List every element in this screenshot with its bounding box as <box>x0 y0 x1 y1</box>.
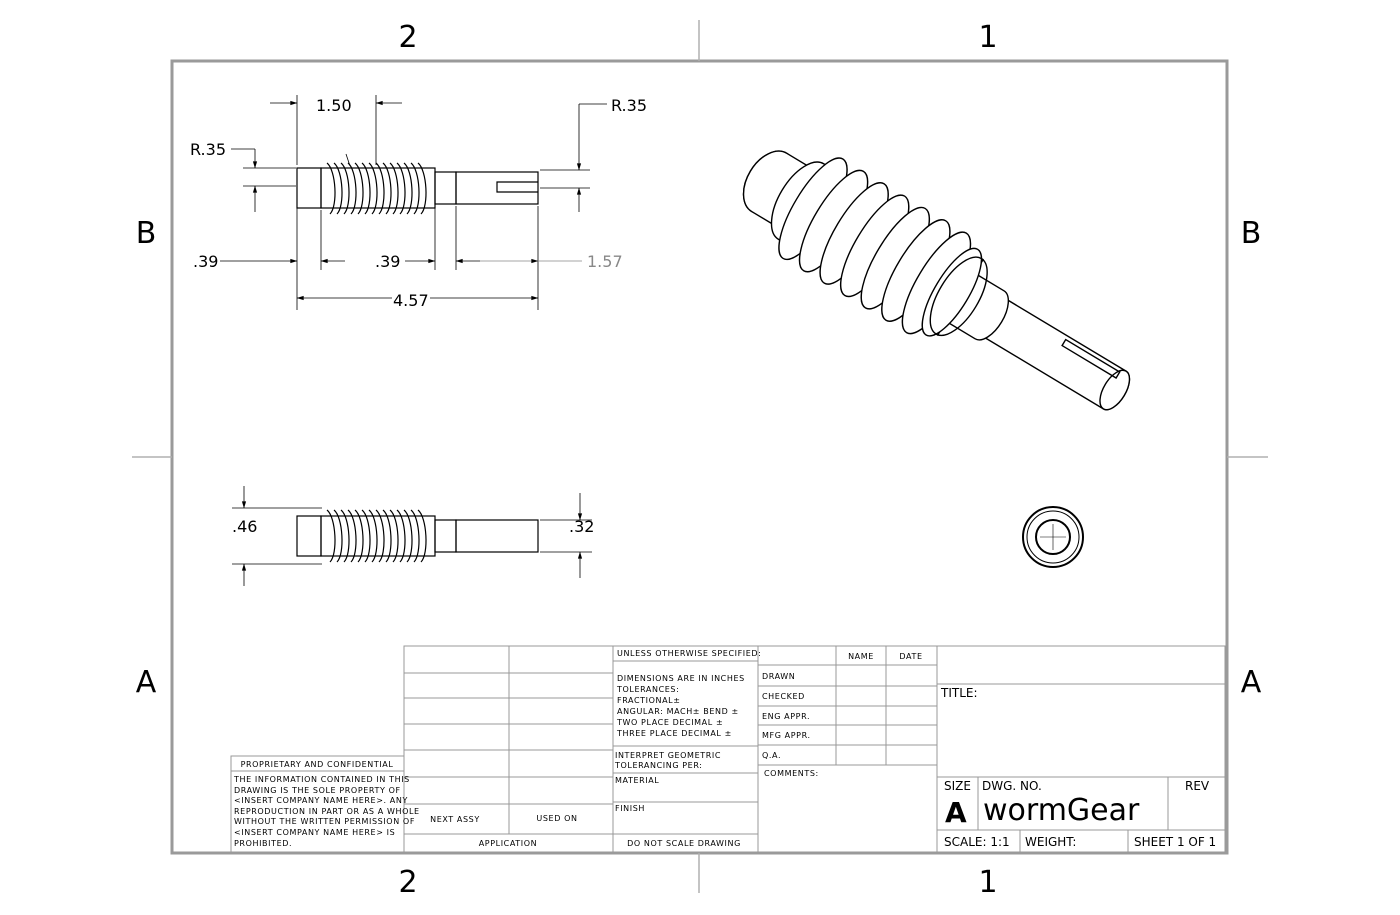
tolerance-line: THREE PLACE DECIMAL ± <box>616 729 732 738</box>
proprietary-line: WITHOUT THE WRITTEN PERMISSION OF <box>234 817 415 826</box>
title-label: TITLE: <box>940 686 978 700</box>
iso-body-end <box>929 256 988 337</box>
zone-left-a: A <box>136 665 157 700</box>
proprietary-line: <INSERT COMPANY NAME HERE>. ANY <box>234 796 408 805</box>
proprietary-line: <INSERT COMPANY NAME HERE> IS <box>234 828 395 837</box>
title-block-grid <box>230 645 1226 853</box>
title-block: TITLE: SIZE A DWG. NO. wormGear REV SCAL… <box>940 686 1216 849</box>
rev-label: REV <box>1185 779 1210 793</box>
tolerance-line: DIMENSIONS ARE IN INCHES <box>617 674 745 683</box>
front-left-hub <box>296 167 322 209</box>
isometric-view <box>742 150 1131 411</box>
zone-bottom-2: 2 <box>398 865 417 900</box>
proprietary-notice: PROPRIETARY AND CONFIDENTIAL THE INFORMA… <box>233 760 420 848</box>
front-dimension-lines <box>220 95 607 310</box>
tolerance-block: UNLESS OTHERWISE SPECIFIED: DIMENSIONS A… <box>614 649 761 848</box>
application-label: APPLICATION <box>479 839 538 848</box>
approval-row-qa: Q.A. <box>762 751 781 760</box>
zone-top-1: 1 <box>978 20 997 55</box>
approval-row-eng: ENG APPR. <box>762 712 810 721</box>
dim-32: .32 <box>569 517 594 536</box>
unless-specified: UNLESS OTHERWISE SPECIFIED: <box>617 649 761 658</box>
sheet-label: SHEET 1 OF 1 <box>1134 835 1216 849</box>
zone-top-2: 2 <box>398 20 417 55</box>
front-worm-body <box>320 167 436 209</box>
proprietary-line: THE INFORMATION CONTAINED IN THIS <box>233 775 410 784</box>
top-dimension-lines <box>232 486 592 586</box>
size-value: A <box>945 796 967 829</box>
iso-shaft-end <box>1099 369 1131 411</box>
zone-left-b: B <box>136 216 157 251</box>
top-worm-body <box>320 515 436 557</box>
front-dimension-texts: 1.50 R.35 R.35 .39 .39 1.57 4.57 <box>190 96 647 310</box>
tolerance-line: TOLERANCES: <box>616 685 679 694</box>
approval-row-drawn: DRAWN <box>762 672 795 681</box>
interpret-line-2: TOLERANCING PER: <box>614 761 703 770</box>
front-keyway <box>496 181 538 193</box>
proprietary-heading: PROPRIETARY AND CONFIDENTIAL <box>241 760 394 769</box>
iso-keyway <box>1061 338 1121 379</box>
used-on-label: USED ON <box>536 814 577 823</box>
zone-bottom-1: 1 <box>978 865 997 900</box>
front-thread <box>326 162 427 215</box>
zone-right-a: A <box>1241 665 1262 700</box>
top-thread <box>326 509 427 563</box>
zone-right-b: B <box>1241 216 1262 251</box>
date-header: DATE <box>899 652 922 661</box>
do-not-scale: DO NOT SCALE DRAWING <box>627 839 741 848</box>
tolerance-line: TWO PLACE DECIMAL ± <box>616 718 723 727</box>
front-neck <box>434 171 457 205</box>
approval-row-mfg: MFG APPR. <box>762 731 811 740</box>
next-assy-label: NEXT ASSY <box>430 815 480 824</box>
zone-ticks <box>132 20 1268 893</box>
front-view <box>296 162 539 215</box>
top-shaft <box>455 519 539 553</box>
zone-labels: 2 1 2 1 B A B A <box>136 20 1262 900</box>
dim-r35-right: R.35 <box>611 96 647 115</box>
dwg-no-label: DWG. NO. <box>982 779 1042 793</box>
finish-label: FINISH <box>615 804 645 813</box>
dim-1-57: 1.57 <box>587 252 623 271</box>
application-block: NEXT ASSY USED ON APPLICATION <box>430 814 577 848</box>
interpret-line-1: INTERPRET GEOMETRIC <box>615 751 721 760</box>
dim-46: .46 <box>232 517 257 536</box>
approval-block: NAME DATE DRAWN CHECKED ENG APPR. MFG AP… <box>762 652 922 778</box>
proprietary-line: PROHIBITED. <box>234 839 292 848</box>
comments-label: COMMENTS: <box>764 769 819 778</box>
name-header: NAME <box>848 652 874 661</box>
dim-4-57: 4.57 <box>393 291 429 310</box>
size-label: SIZE <box>944 779 971 793</box>
proprietary-line: DRAWING IS THE SOLE PROPERTY OF <box>234 786 401 795</box>
dim-39-left: .39 <box>193 252 218 271</box>
front-shaft <box>455 171 539 205</box>
dim-39-mid: .39 <box>375 252 400 271</box>
dim-r35-left: R.35 <box>190 140 226 159</box>
top-dimension-texts: .46 .32 <box>232 517 594 536</box>
scale-label: SCALE: 1:1 <box>944 835 1010 849</box>
top-neck <box>434 519 457 553</box>
proprietary-line: REPRODUCTION IN PART OR AS A WHOLE <box>234 807 420 816</box>
approval-row-checked: CHECKED <box>762 692 805 701</box>
tolerance-line: ANGULAR: MACH± BEND ± <box>617 707 739 716</box>
material-label: MATERIAL <box>615 776 659 785</box>
weight-label: WEIGHT: <box>1025 835 1076 849</box>
tolerance-line: FRACTIONAL± <box>617 696 681 705</box>
dwg-no-value: wormGear <box>983 793 1140 828</box>
top-view <box>296 509 539 563</box>
end-view <box>1022 506 1084 568</box>
iso-thread <box>778 157 983 337</box>
dim-1-50: 1.50 <box>316 96 352 115</box>
top-left-hub <box>296 515 322 557</box>
